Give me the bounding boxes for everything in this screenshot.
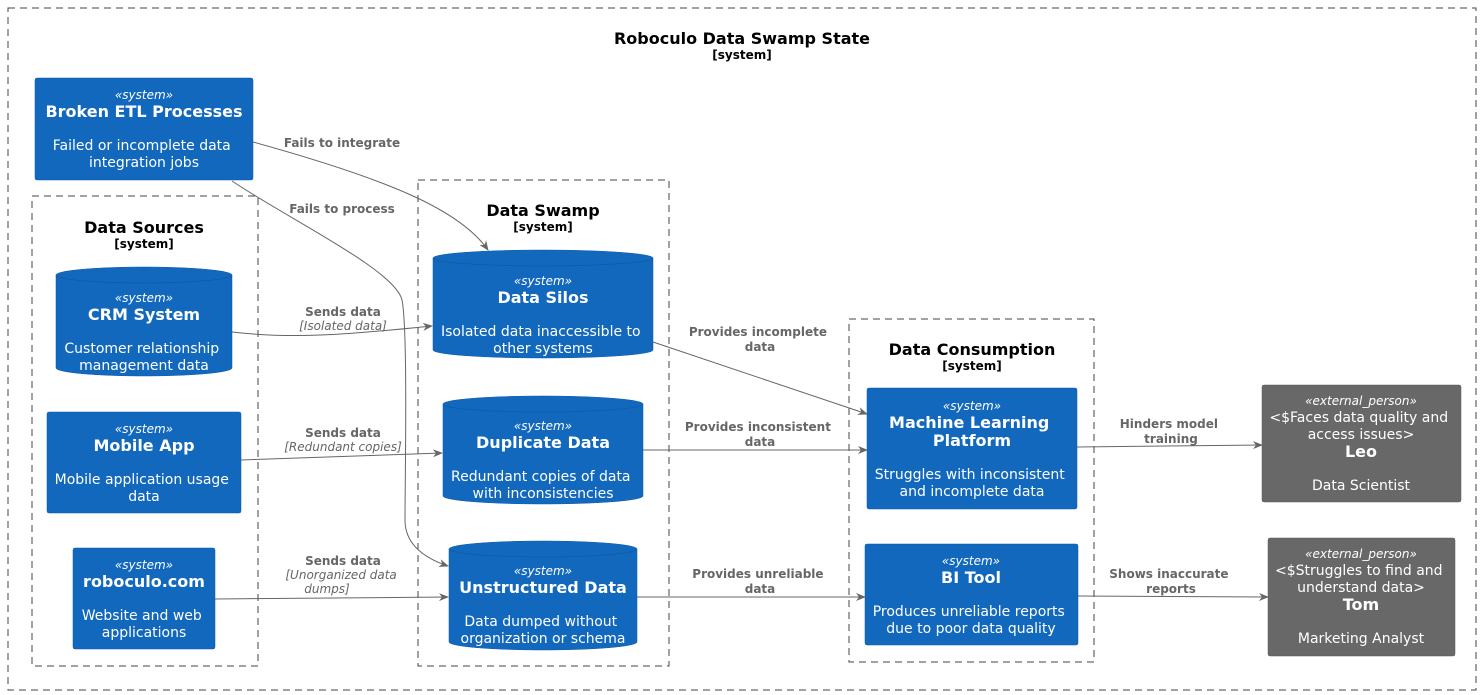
system-name: Mobile App bbox=[93, 436, 194, 455]
relation-crm-to-silos: Sends data [Isolated data] bbox=[231, 305, 433, 337]
system-name: Duplicate Data bbox=[476, 433, 610, 452]
person-name: Leo bbox=[1345, 442, 1377, 461]
system-description: Mobile application usage data bbox=[55, 472, 234, 505]
person-description: Marketing Analyst bbox=[1298, 631, 1425, 647]
stereotype-label: «system» bbox=[514, 564, 572, 578]
boundary-data-swamp: Data Swamp [system] bbox=[417, 179, 670, 667]
relation-technology: [Redundant copies] bbox=[284, 440, 402, 454]
system-name: Broken ETL Processes bbox=[45, 102, 242, 121]
database-unstructured-data[interactable]: «system» Unstructured Data Data dumped w… bbox=[448, 540, 638, 651]
system-name: Unstructured Data bbox=[459, 578, 627, 597]
system-description: Isolated data inaccessible to other syst… bbox=[441, 324, 645, 357]
system-name: Data Silos bbox=[497, 288, 588, 307]
system-name: roboculo.com bbox=[83, 572, 205, 591]
relation-label: Fails to process bbox=[289, 202, 395, 216]
relation-label: Provides unreliable data bbox=[692, 567, 827, 596]
relation-label: Sends data bbox=[305, 426, 381, 440]
relation-mobile-to-duplicate: Sends data [Redundant copies] bbox=[240, 426, 443, 461]
stereotype-label: «external_person» bbox=[1305, 547, 1417, 561]
system-description: Customer relationship management data bbox=[64, 341, 223, 374]
relation-label: Fails to integrate bbox=[284, 136, 400, 150]
system-mobile-app[interactable]: «system» Mobile App Mobile application u… bbox=[46, 411, 242, 514]
person-sprite-label: <$Faces data quality and access issues> bbox=[1269, 410, 1452, 443]
stereotype-label: «system» bbox=[514, 274, 572, 288]
relation-label: Provides inconsistent data bbox=[685, 420, 835, 449]
system-machine-learning-platform[interactable]: «system» Machine Learning Platform Strug… bbox=[866, 387, 1078, 510]
boundary-title: Data Consumption bbox=[889, 340, 1056, 359]
relation-label: Hinders model training bbox=[1120, 417, 1222, 446]
person-description: Data Scientist bbox=[1312, 478, 1411, 494]
system-name: Machine Learning Platform bbox=[889, 413, 1055, 450]
stereotype-label: «system» bbox=[942, 554, 1000, 568]
stereotype-label: «system» bbox=[115, 422, 173, 436]
outer-boundary: Roboculo Data Swamp State [system] bbox=[7, 7, 1477, 691]
system-roboculo-com[interactable]: «system» roboculo.com Website and web ap… bbox=[72, 547, 216, 650]
relation-ml-to-leo: Hinders model training bbox=[1076, 417, 1263, 450]
database-duplicate-data[interactable]: «system» Duplicate Data Redundant copies… bbox=[442, 395, 644, 505]
system-description: Website and web applications bbox=[82, 608, 206, 641]
stereotype-label: «system» bbox=[115, 291, 173, 305]
boundary-title: Data Sources bbox=[84, 218, 204, 237]
relation-label: Sends data bbox=[305, 554, 381, 568]
relation-etl-to-silos: Fails to integrate bbox=[252, 136, 489, 251]
relation-label: Sends data bbox=[305, 305, 381, 319]
outer-boundary-type: [system] bbox=[712, 48, 771, 62]
boundary-type: [system] bbox=[513, 220, 572, 234]
relation-technology: [Isolated data] bbox=[299, 319, 387, 333]
relation-label: Provides incomplete data bbox=[689, 325, 831, 354]
system-description: Struggles with inconsistent and incomple… bbox=[875, 467, 1069, 500]
system-bi-tool[interactable]: «system» BI Tool Produces unreliable rep… bbox=[864, 543, 1079, 646]
relation-label: Shows inaccurate reports bbox=[1109, 567, 1232, 596]
relation-silos-to-ml: Provides incomplete data bbox=[652, 325, 868, 415]
stereotype-label: «system» bbox=[115, 88, 173, 102]
boundary-data-consumption: Data Consumption [system] bbox=[848, 318, 1095, 663]
system-name: CRM System bbox=[88, 305, 200, 324]
relation-duplicate-to-ml: Provides inconsistent data bbox=[643, 420, 868, 454]
system-description: Redundant copies of data with inconsiste… bbox=[451, 469, 635, 502]
relation-bi-to-tom: Shows inaccurate reports bbox=[1077, 567, 1269, 601]
system-broken-etl-processes[interactable]: «system» Broken ETL Processes Failed or … bbox=[34, 77, 254, 181]
relation-unstructured-to-bi: Provides unreliable data bbox=[637, 567, 866, 601]
person-sprite-label: <$Struggles to find and understand data> bbox=[1275, 563, 1447, 596]
system-description: Data dumped without organization or sche… bbox=[461, 614, 626, 647]
boundary-type: [system] bbox=[942, 359, 1001, 373]
boundary-title: Data Swamp bbox=[486, 201, 599, 220]
external-person-tom[interactable]: «external_person» <$Struggles to find an… bbox=[1267, 537, 1456, 657]
system-description: Failed or incomplete data integration jo… bbox=[53, 138, 235, 171]
relation-technology: [Unorganized data dumps] bbox=[285, 568, 400, 596]
stereotype-label: «system» bbox=[115, 558, 173, 572]
database-data-silos[interactable]: «system» Data Silos Isolated data inacce… bbox=[432, 249, 654, 359]
person-name: Tom bbox=[1343, 595, 1379, 614]
outer-boundary-title: Roboculo Data Swamp State bbox=[614, 29, 870, 48]
boundary-type: [system] bbox=[114, 237, 173, 251]
stereotype-label: «external_person» bbox=[1305, 394, 1417, 408]
external-person-leo[interactable]: «external_person» <$Faces data quality a… bbox=[1261, 384, 1462, 503]
database-crm-system[interactable]: «system» CRM System Customer relationshi… bbox=[55, 266, 233, 377]
system-description: Produces unreliable reports due to poor … bbox=[873, 604, 1070, 637]
boundary-data-sources: Data Sources [system] bbox=[31, 195, 259, 667]
stereotype-label: «system» bbox=[943, 399, 1001, 413]
system-name: BI Tool bbox=[941, 568, 1001, 587]
relation-web-to-unstructured: Sends data [Unorganized data dumps] bbox=[214, 554, 449, 602]
relation-etl-to-unstructured: Fails to process bbox=[231, 180, 449, 567]
stereotype-label: «system» bbox=[514, 419, 572, 433]
